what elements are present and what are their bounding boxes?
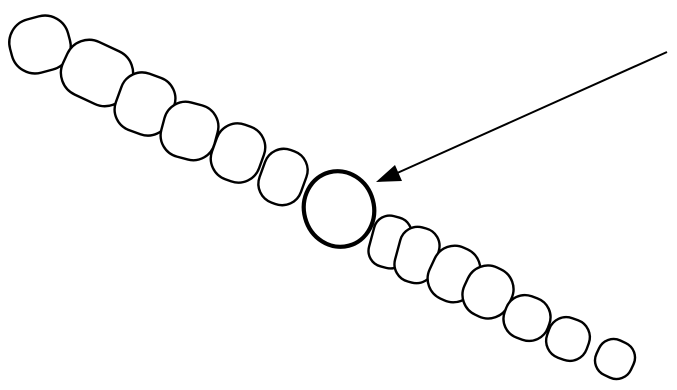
arrow-head bbox=[376, 165, 402, 182]
arrow-shaft bbox=[395, 52, 667, 174]
chain-shape bbox=[590, 334, 640, 384]
shape-chain bbox=[4, 10, 640, 384]
arrow-icon bbox=[376, 52, 667, 182]
